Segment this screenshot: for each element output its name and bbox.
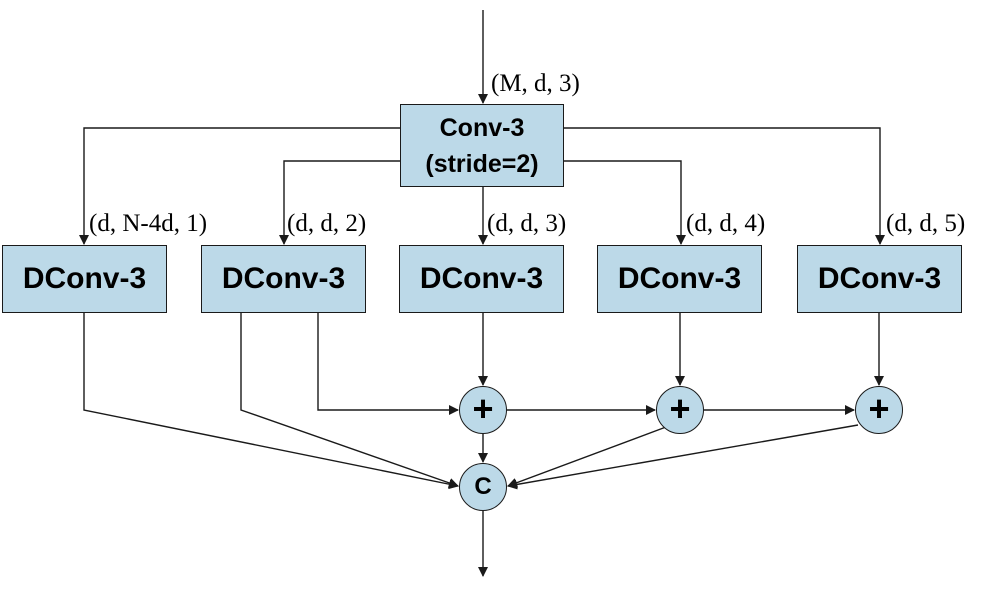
conv-block-title: Conv-3 <box>439 113 525 142</box>
conv-to-branch-5 <box>564 127 885 245</box>
sum-node-3: + <box>855 386 903 434</box>
branch-5-dim-label: (d, d, 5) <box>886 210 966 237</box>
dconv-block-1: DConv-3 <box>2 245 167 313</box>
dconv-block-4: DConv-3 <box>597 245 762 313</box>
sum-node-2: + <box>656 386 704 434</box>
branch-3-dim-label: (d, d, 3) <box>487 210 567 237</box>
conv-to-branch-2 <box>279 160 400 245</box>
conv-stride-block: Conv-3 (stride=2) <box>400 104 564 187</box>
dconv-block-3: DConv-3 <box>399 245 564 313</box>
branch-2-dim-label: (d, d, 2) <box>287 210 367 237</box>
dconv-block-2: DConv-3 <box>201 245 366 313</box>
sum-node-1: + <box>459 386 507 434</box>
concat-node: C <box>459 463 507 511</box>
branch-2-to-concat <box>240 313 459 488</box>
plus-3-to-concat <box>507 424 859 490</box>
branch-4-dim-label: (d, d, 4) <box>686 210 766 237</box>
input-dim-label: (M, d, 3) <box>491 70 580 97</box>
plus-2-to-concat <box>507 426 667 488</box>
branch-2-to-plus-1 <box>317 313 459 415</box>
dconv-block-5: DConv-3 <box>797 245 962 313</box>
conv-block-stride: (stride=2) <box>425 149 539 178</box>
branch-1-to-concat <box>83 313 459 490</box>
branch-1-dim-label: (d, N-4d, 1) <box>89 210 208 237</box>
conv-to-branch-4 <box>564 160 686 245</box>
conv-to-branch-1 <box>79 127 400 245</box>
